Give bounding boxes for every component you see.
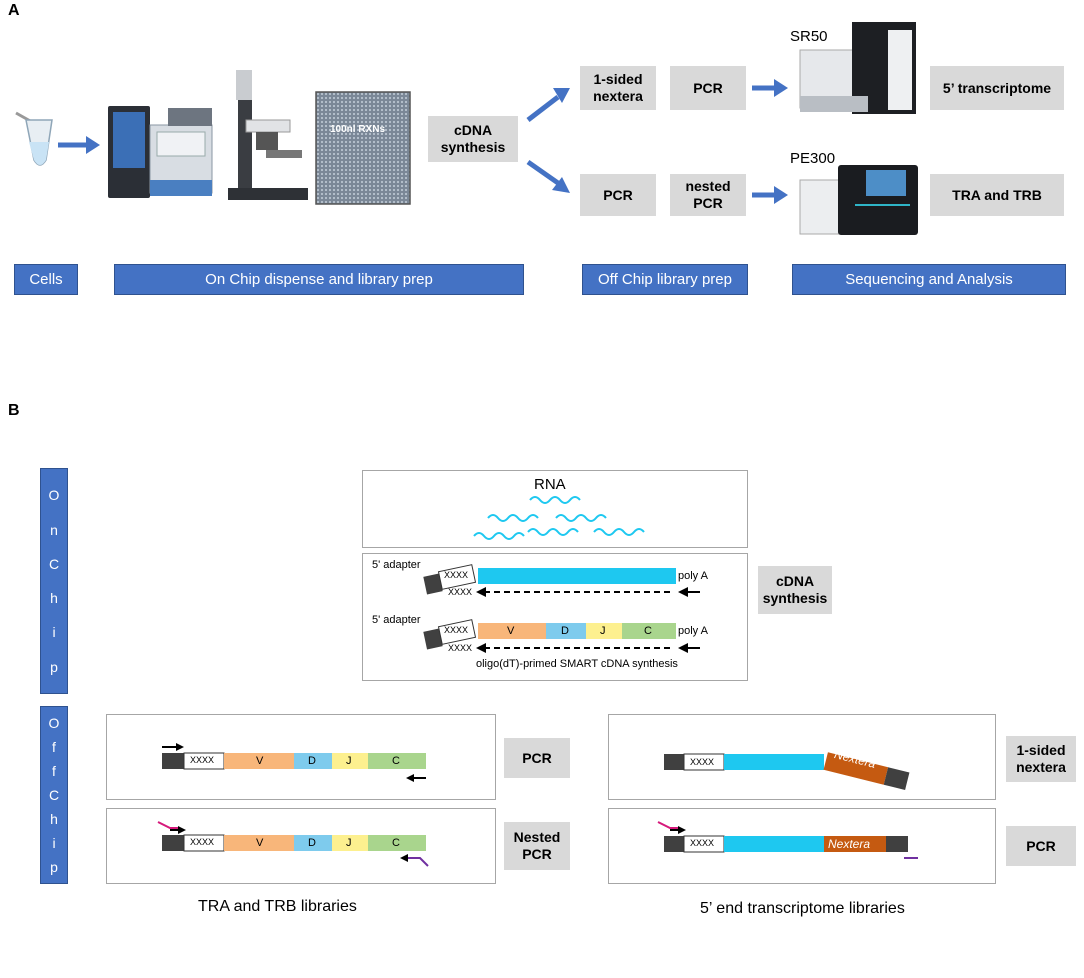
seg-v-label: V xyxy=(507,625,515,637)
panel-letter-a: A xyxy=(8,2,20,19)
tx-barcode-2: XXXX xyxy=(690,838,715,848)
tx-pcr-frame xyxy=(608,808,996,884)
off-chip-bar: O f f C h i p xyxy=(40,706,68,884)
off-chip-letter: O xyxy=(48,715,60,731)
smart-footer: oligo(dT)-primed SMART cDNA synthesis xyxy=(476,658,678,670)
tr-nested-frame xyxy=(106,808,496,884)
off-chip-letter: f xyxy=(52,763,56,779)
cdna-construct-vdjc xyxy=(423,619,700,653)
tr-pcr-construct xyxy=(162,743,426,782)
tr-pcr-frame xyxy=(106,714,496,800)
off-chip-letter: f xyxy=(52,739,56,755)
seg-c-label: C xyxy=(644,625,652,637)
stage-on-chip: On Chip dispense and library prep xyxy=(114,264,524,295)
cdna-frame xyxy=(362,553,748,681)
stage-sequencing: Sequencing and Analysis xyxy=(792,264,1066,295)
off-chip-letter: h xyxy=(50,811,58,827)
polya-label-1: poly A xyxy=(678,570,708,582)
tr-c-2: C xyxy=(392,837,400,849)
on-chip-letter: O xyxy=(48,487,60,504)
off-chip-letter: C xyxy=(48,787,60,803)
on-chip-letter: p xyxy=(50,658,58,675)
tr-j-1: J xyxy=(346,755,352,767)
tr-d-2: D xyxy=(308,837,316,849)
chip-icon xyxy=(315,91,411,205)
arrow-to-pe300 xyxy=(752,186,788,204)
cdna-construct-polya xyxy=(423,564,700,597)
on-chip-letter: n xyxy=(50,521,58,538)
rna-frame xyxy=(362,470,748,548)
on-chip-letter: C xyxy=(48,555,60,572)
tx-pcr-box: PCR xyxy=(1006,826,1076,866)
tx-nextera-label-2: Nextera xyxy=(828,837,871,851)
tx-pcr-construct xyxy=(657,821,918,859)
rna-title: RNA xyxy=(534,476,566,493)
cdna-synthesis-side-box: cDNA synthesis xyxy=(758,566,832,614)
tx-nextera-construct xyxy=(664,752,910,791)
rna-waves xyxy=(473,496,645,540)
arrow-to-sr50 xyxy=(752,79,788,97)
tx-nextera-box: 1-sided nextera xyxy=(1006,736,1076,782)
dispenser-instrument-icon xyxy=(108,106,213,198)
tr-j-2: J xyxy=(346,837,352,849)
barcode-label-1: XXXX xyxy=(444,570,469,580)
tr-pcr-box: PCR xyxy=(504,738,570,778)
on-chip-letter: i xyxy=(52,624,56,641)
tr-v-2: V xyxy=(256,837,264,849)
pe300-sequencer-icon xyxy=(799,165,918,235)
chip-label: 100nl RXNs xyxy=(330,124,386,135)
tr-barcode-1: XXXX xyxy=(190,755,215,765)
adapter-label-2: 5' adapter xyxy=(372,614,421,626)
pe300-label: PE300 xyxy=(790,150,836,167)
barcode-rev-label-2: XXXX xyxy=(448,643,473,653)
tr-barcode-2: XXXX xyxy=(190,837,215,847)
on-chip-letter: h xyxy=(50,590,58,607)
tra-trb-box: TRA and TRB xyxy=(930,174,1064,216)
stage-cells: Cells xyxy=(14,264,78,295)
top-pcr-box: PCR xyxy=(670,66,746,110)
tx-barcode-1: XXXX xyxy=(690,757,715,767)
tr-nested-pcr-construct xyxy=(157,821,429,867)
off-chip-letter: p xyxy=(50,859,58,875)
sr50-sequencer-icon xyxy=(799,22,916,114)
off-chip-letter: i xyxy=(52,835,56,851)
on-chip-bar: O n C h i p xyxy=(40,468,68,694)
stage-off-chip: Off Chip library prep xyxy=(582,264,748,295)
microtube-icon xyxy=(15,111,53,166)
tx-caption: 5’ end transcriptome libraries xyxy=(700,900,905,917)
arrow-cells-to-dispenser xyxy=(58,136,100,154)
adapter-label-1: 5' adapter xyxy=(372,559,421,571)
barcode-label-2: XXXX xyxy=(444,625,469,635)
arrow-cdna-to-top-route xyxy=(526,88,570,122)
bottom-pcr-box: PCR xyxy=(580,174,656,216)
arrow-cdna-to-bottom-route xyxy=(526,159,570,193)
tx-nextera-frame xyxy=(608,714,996,800)
one-sided-nextera-box: 1-sided nextera xyxy=(580,66,656,110)
sr50-label: SR50 xyxy=(790,28,828,45)
seg-j-label: J xyxy=(600,625,606,637)
tr-v-1: V xyxy=(256,755,264,767)
tr-caption: TRA and TRB libraries xyxy=(198,898,357,915)
tr-nested-pcr-box: Nested PCR xyxy=(504,822,570,870)
nested-pcr-box: nested PCR xyxy=(670,174,746,216)
panel-letter-b: B xyxy=(8,402,20,419)
tr-d-1: D xyxy=(308,755,316,767)
polya-label-2: poly A xyxy=(678,625,708,637)
microscope-icon xyxy=(228,70,308,200)
five-prime-transcriptome-box: 5’ transcriptome xyxy=(930,66,1064,110)
tr-c-1: C xyxy=(392,755,400,767)
cdna-synthesis-box: cDNA synthesis xyxy=(428,116,518,162)
seg-d-label: D xyxy=(561,625,569,637)
barcode-rev-label-1: XXXX xyxy=(448,587,473,597)
